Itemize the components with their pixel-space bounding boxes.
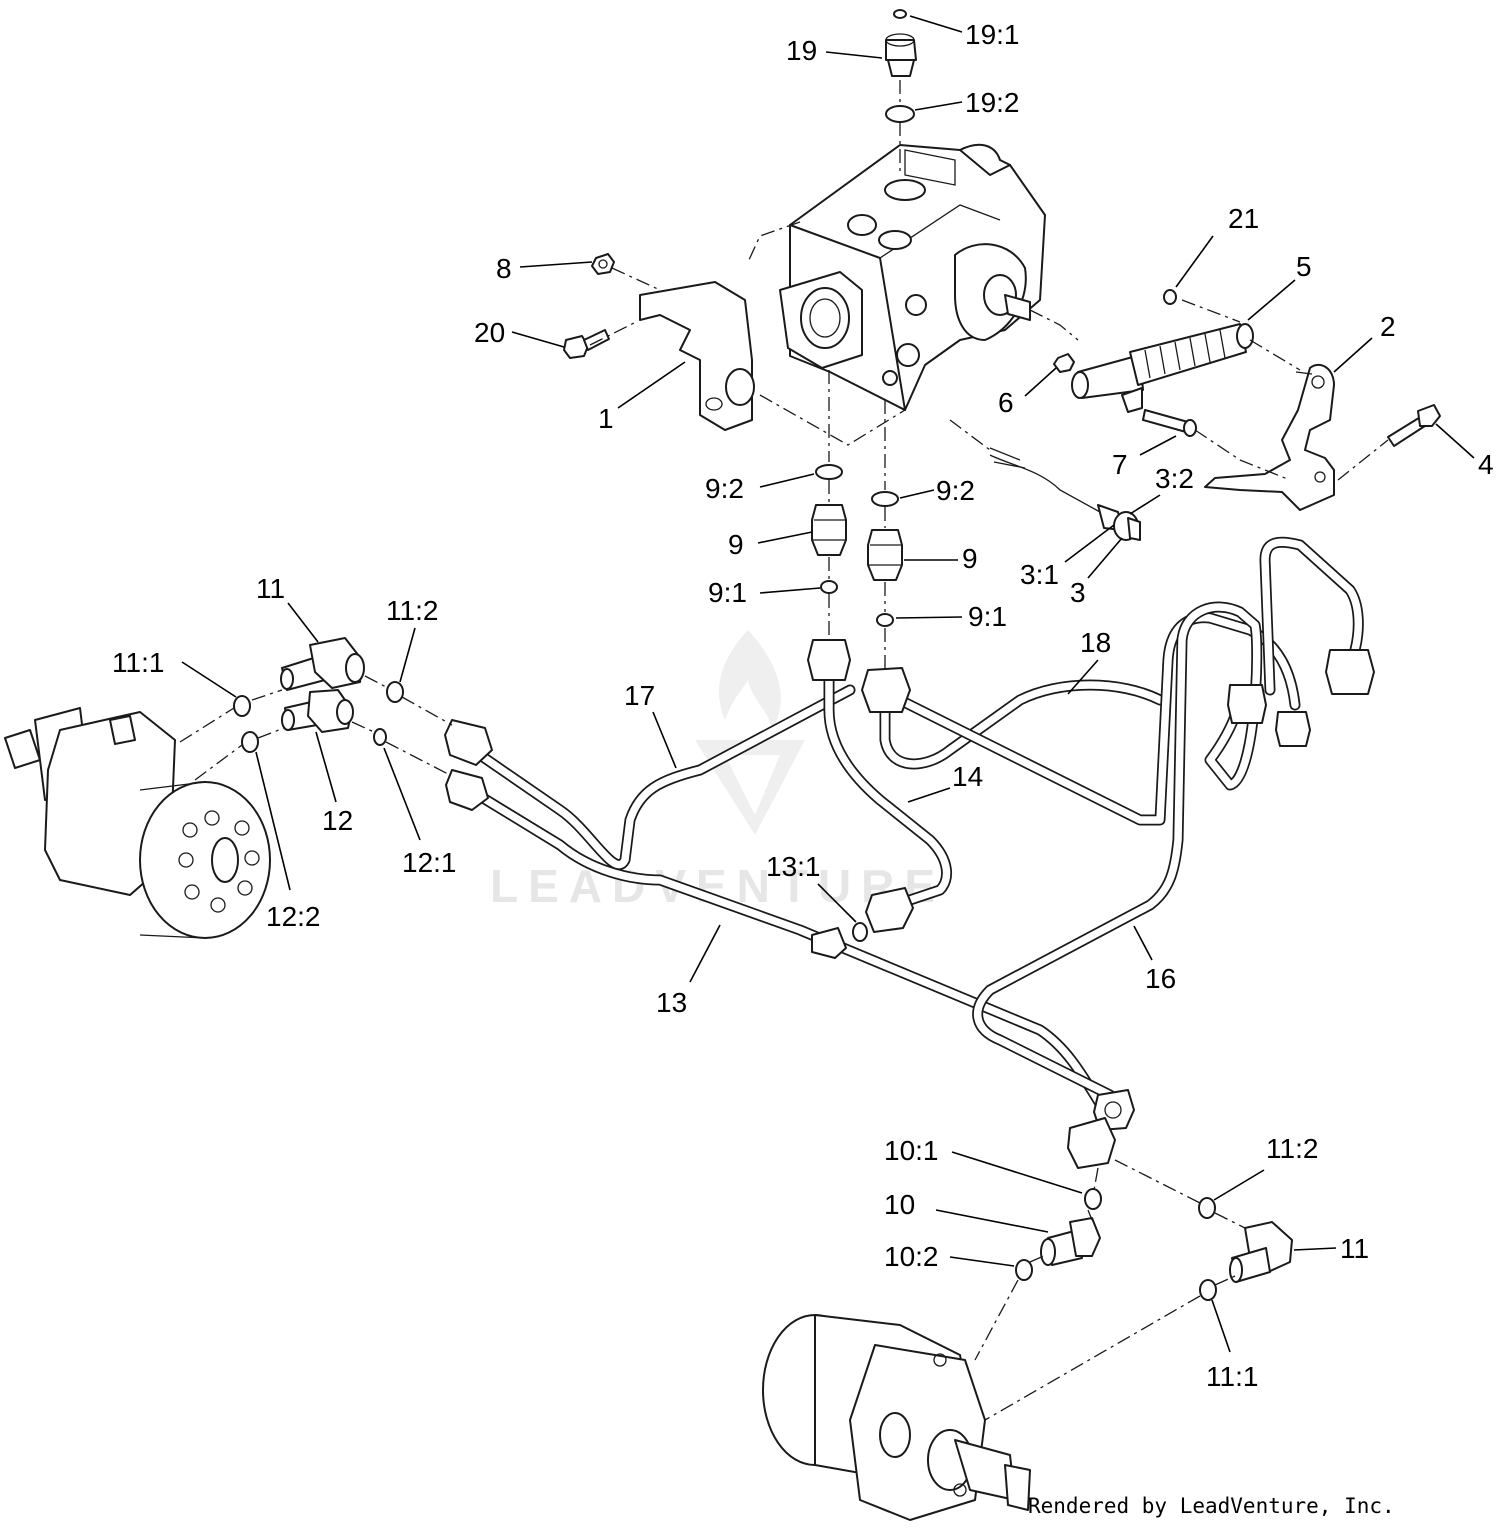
callout-16: 16 xyxy=(1145,963,1176,994)
callout-8: 8 xyxy=(496,253,512,284)
callout-3: 3 xyxy=(1070,577,1086,608)
callout-17: 17 xyxy=(624,680,655,711)
callout-10-1: 10:1 xyxy=(884,1135,939,1166)
assembly-lines xyxy=(179,80,1389,1421)
callout-3-1: 3:1 xyxy=(1020,559,1059,590)
callout-11-2-bottom: 11:2 xyxy=(1266,1133,1318,1164)
callout-14: 14 xyxy=(952,761,983,792)
fitting-9-right xyxy=(867,491,903,627)
callout-9-2-right: 9:2 xyxy=(936,475,975,506)
callout-13: 13 xyxy=(656,987,687,1018)
callout-11-bottom: 11 xyxy=(1340,1233,1369,1264)
callout-9-1-right: 9:1 xyxy=(968,601,1007,632)
bolt-7 xyxy=(1142,409,1197,437)
bolt-20 xyxy=(563,329,610,359)
render-credit: Rendered by LeadVenture, Inc. xyxy=(1028,1494,1395,1518)
elbow-fitting-12 xyxy=(241,689,387,753)
tube-nut-left-13 xyxy=(445,769,489,811)
washer-21 xyxy=(1163,289,1177,305)
left-wheel-motor xyxy=(4,707,271,939)
hydraulic-tubes xyxy=(464,536,1364,1126)
tube-nut-left-17 xyxy=(444,719,493,766)
callout-19-2: 19:2 xyxy=(965,87,1020,118)
tube-nut-13-1 xyxy=(811,887,914,959)
callout-19-1: 19:1 xyxy=(965,19,1020,50)
callout-12-1: 12:1 xyxy=(402,847,457,878)
callout-11-top: 11 xyxy=(256,573,285,604)
callout-10: 10 xyxy=(884,1189,915,1220)
callout-20: 20 xyxy=(474,317,505,348)
straight-fitting-10 xyxy=(1015,1188,1102,1281)
callout-1: 1 xyxy=(598,403,614,434)
fitting-19 xyxy=(885,9,917,123)
callout-5: 5 xyxy=(1296,251,1312,282)
callout-11-2-top: 11:2 xyxy=(386,595,438,626)
callout-13-1: 13:1 xyxy=(766,851,821,882)
watermark-logo xyxy=(695,630,805,835)
fitting-9-left xyxy=(811,464,847,594)
callout-10-2: 10:2 xyxy=(884,1241,939,1272)
leader-lines xyxy=(181,15,1475,1353)
callout-9-2-left: 9:2 xyxy=(705,473,744,504)
callout-labels: 19:1 19 19:2 21 8 5 2 20 6 1 7 4 3:2 9:2… xyxy=(112,19,1494,1392)
callout-7: 7 xyxy=(1112,449,1128,480)
callout-19: 19 xyxy=(786,35,817,66)
callout-9-1-left: 9:1 xyxy=(708,577,747,608)
callout-2: 2 xyxy=(1380,311,1396,342)
elbow-fitting-11-top xyxy=(233,637,404,717)
tube-nuts-lower xyxy=(1067,1089,1135,1169)
control-arm xyxy=(1204,363,1335,511)
callout-6: 6 xyxy=(998,387,1014,418)
callout-12-2: 12:2 xyxy=(266,901,321,932)
right-wheel-motor xyxy=(762,1314,1031,1521)
callout-4: 4 xyxy=(1478,449,1494,480)
nut-6 xyxy=(1053,353,1075,373)
callout-3-2: 3:2 xyxy=(1155,463,1194,494)
callout-21: 21 xyxy=(1228,203,1259,234)
damper-spring xyxy=(1071,323,1254,413)
tube-nuts-right xyxy=(1227,649,1375,747)
sensor-3 xyxy=(989,447,1141,541)
tube-nut-upper-left xyxy=(807,639,851,681)
nut-8 xyxy=(591,253,615,275)
elbow-fitting-11-bottom xyxy=(1198,1197,1293,1301)
hydraulic-pump xyxy=(779,143,1046,411)
callout-12: 12 xyxy=(322,805,353,836)
tube-nut-upper-center xyxy=(861,667,911,713)
bolt-4 xyxy=(1387,404,1441,447)
callout-9-left: 9 xyxy=(728,529,744,560)
callout-11-1-top: 11:1 xyxy=(112,647,164,678)
pump-bracket xyxy=(639,281,755,431)
callout-9-right: 9 xyxy=(962,543,978,574)
callout-11-1-bottom: 11:1 xyxy=(1206,1361,1258,1392)
callout-18: 18 xyxy=(1080,627,1111,658)
